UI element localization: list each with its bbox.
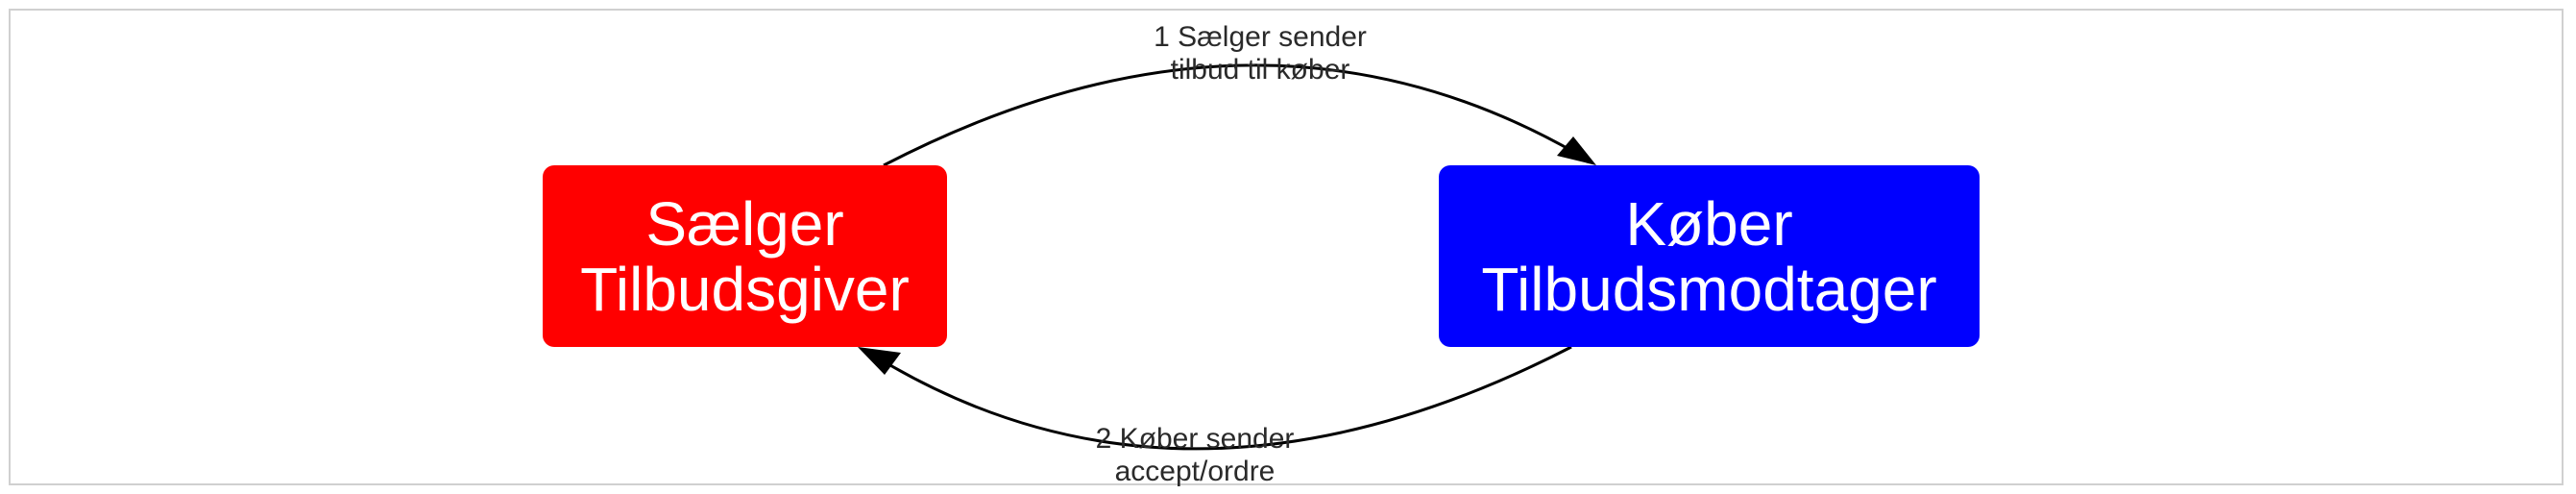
offer-edge-label-line2: tilbud til køber [1170,54,1350,86]
buyer-node: Køber Tilbudsmodtager [1439,165,1980,347]
offer-arrow [883,63,1578,167]
buyer-node-title: Køber [1625,188,1793,259]
order-arrowhead [858,347,901,375]
seller-node-title: Sælger [645,188,844,259]
order-edge-label-line1: 2 Køber sender [1095,423,1295,455]
diagram-frame [9,9,2564,485]
order-arrow [883,345,1572,451]
offer-edge-label: 1 Sælger sender tilbud til køber [1106,21,1414,86]
offer-arrowhead [1557,136,1596,165]
offer-edge-label-line1: 1 Sælger sender [1154,21,1367,53]
seller-node: Sælger Tilbudsgiver [543,165,947,347]
seller-node-role: Tilbudsgiver [580,254,910,324]
order-edge-label: 2 Køber sender accept/ordre [1041,423,1349,488]
order-edge-label-line2: accept/ordre [1114,456,1276,487]
buyer-node-role: Tilbudsmodtager [1481,254,1937,324]
